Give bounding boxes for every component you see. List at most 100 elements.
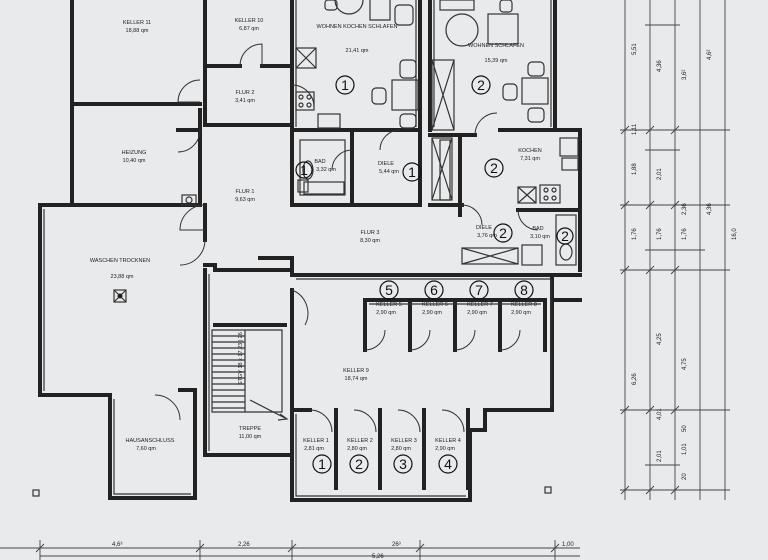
room-treppe-name: TREPPE bbox=[239, 426, 261, 432]
room-bad-1-area: 3,32 qm bbox=[316, 167, 336, 173]
staircase bbox=[211, 329, 289, 421]
dim-mid: 4,01 bbox=[657, 408, 663, 420]
room-heizung-name: HEIZUNG bbox=[122, 150, 147, 156]
unit-marker: 2 bbox=[493, 223, 513, 243]
room-flur-2-name: FLUR 2 bbox=[236, 90, 255, 96]
svg-text:2: 2 bbox=[499, 225, 507, 241]
svg-text:1: 1 bbox=[408, 164, 416, 180]
room-diele-1-area: 5,44 qm bbox=[379, 169, 399, 175]
room-keller-7-area: 2,90 qm bbox=[467, 310, 487, 316]
dim-inner: 20 bbox=[682, 473, 688, 480]
dim-mid: 1,76 bbox=[682, 228, 688, 240]
unit-marker: 1 bbox=[402, 162, 422, 182]
room-flur-1-area: 9,63 qm bbox=[235, 197, 255, 203]
door-swings bbox=[154, 43, 539, 433]
room-keller-4-name: KELLER 4 bbox=[435, 438, 461, 444]
svg-text:2: 2 bbox=[477, 77, 485, 93]
dim-mid: 3,6² bbox=[682, 70, 688, 80]
room-keller-2-area: 2,80 qm bbox=[347, 446, 367, 452]
room-keller-11-name: KELLER 11 bbox=[123, 20, 151, 26]
room-keller-3-area: 2,80 qm bbox=[391, 446, 411, 452]
room-kochen-name: KOCHEN bbox=[518, 148, 542, 154]
room-diele-2-name: DIELE bbox=[476, 225, 492, 231]
unit-marker: 4 bbox=[438, 454, 458, 474]
room-waschen-area: 23,88 qm bbox=[111, 274, 134, 280]
room-labels: KELLER 11 18,88 qm KELLER 10 6,87 qm WOH… bbox=[90, 18, 550, 452]
room-keller-10-area: 6,87 qm bbox=[239, 26, 259, 32]
svg-text:3: 3 bbox=[399, 456, 407, 472]
stair-note: STGV 18 x 17,23 | 26 bbox=[238, 332, 244, 385]
unit-marker: 3 bbox=[393, 454, 413, 474]
dim-outer: 4,36 bbox=[707, 203, 713, 215]
room-keller-11-area: 18,88 qm bbox=[126, 28, 149, 34]
room-keller-6-area: 2,90 qm bbox=[422, 310, 442, 316]
dim-inner: 50 bbox=[682, 425, 688, 432]
room-ws-2-area: 15,39 qm bbox=[485, 58, 508, 64]
unit-marker: 2 bbox=[556, 227, 574, 245]
room-diele-1-name: DIELE bbox=[378, 161, 394, 167]
room-flur-1-name: FLUR 1 bbox=[236, 189, 255, 195]
room-bad-2-area: 3,10 qm bbox=[530, 234, 550, 240]
svg-text:1: 1 bbox=[300, 162, 308, 178]
bottom-dimension-chain bbox=[0, 540, 580, 560]
unit-markers: 1 2 1 2 1 2 2 5 6 7 8 1 2 3 4 bbox=[295, 75, 574, 474]
room-keller-7-name: KELLER 7 bbox=[467, 302, 493, 308]
room-treppe-area: 11,00 qm bbox=[239, 434, 262, 440]
room-keller-5-area: 2,90 qm bbox=[376, 310, 396, 316]
room-flur-3-area: 8,30 qm bbox=[360, 238, 380, 244]
dim-outer: 16,0 bbox=[732, 228, 738, 240]
fixtures bbox=[113, 0, 579, 303]
unit-marker: 2 bbox=[471, 75, 491, 95]
dim-inner: 1,01 bbox=[682, 443, 688, 455]
room-ws-2-name: WOHNEN SCHLAFEN bbox=[468, 43, 524, 49]
room-diele-2-area: 3,76 qm bbox=[477, 233, 497, 239]
svg-text:1: 1 bbox=[318, 456, 326, 472]
corner-markers bbox=[32, 486, 552, 497]
room-keller-8-area: 2,90 qm bbox=[511, 310, 531, 316]
room-kochen-area: 7,31 qm bbox=[520, 156, 540, 162]
room-keller-8-name: KELLER 8 bbox=[511, 302, 537, 308]
room-keller-6-name: KELLER 6 bbox=[422, 302, 448, 308]
unit-marker: 5 bbox=[379, 280, 399, 300]
dim-outer: 2,36 bbox=[682, 203, 688, 215]
dim-mid: 4,36 bbox=[657, 60, 663, 72]
unit-marker: 7 bbox=[469, 280, 489, 300]
unit-marker: 1 bbox=[295, 161, 313, 179]
svg-text:6: 6 bbox=[430, 282, 438, 298]
unit-marker: 1 bbox=[335, 75, 355, 95]
dim-bottom: 1,00 bbox=[562, 542, 574, 548]
dim-bottom: 4,6³ bbox=[112, 542, 122, 548]
svg-text:2: 2 bbox=[355, 456, 363, 472]
unit-marker: 2 bbox=[349, 454, 369, 474]
dim-inner: 1,76 bbox=[632, 228, 638, 240]
dim-mid: 1,11 bbox=[632, 123, 638, 135]
room-keller-4-area: 2,90 qm bbox=[435, 446, 455, 452]
unit-marker: 6 bbox=[424, 280, 444, 300]
room-flur-2-area: 3,41 qm bbox=[235, 98, 255, 104]
svg-text:4: 4 bbox=[444, 456, 452, 472]
unit-marker: 1 bbox=[312, 454, 332, 474]
dim-inner: 1,76 bbox=[657, 228, 663, 240]
dim-mid: 5,51 bbox=[632, 43, 638, 55]
bottom-dimension-texts: 4,6³ 2,26 26³ 5,26 1,00 bbox=[112, 542, 574, 560]
room-bad-1-name: BAD bbox=[314, 159, 325, 165]
room-keller-1-area: 2,81 qm bbox=[304, 446, 324, 452]
room-wks-1-area: 21,41 qm bbox=[346, 48, 369, 54]
dim-bottom: 5,26 bbox=[372, 554, 384, 560]
dim-outer: 4,75 bbox=[682, 358, 688, 370]
room-hausanschluss-area: 7,60 qm bbox=[136, 446, 156, 452]
room-bad-2-name: BAD bbox=[532, 226, 543, 232]
svg-text:2: 2 bbox=[490, 160, 498, 176]
right-dimension-texts: 1,76 1,76 4,25 2,01 50 1,01 20 5,51 4,36… bbox=[632, 43, 738, 480]
room-heizung-area: 10,40 qm bbox=[123, 158, 146, 164]
room-keller-9-area: 18,74 qm bbox=[345, 376, 368, 382]
room-waschen-name: WASCHEN TROCKNEN bbox=[90, 258, 150, 264]
room-keller-9-name: KELLER 9 bbox=[343, 368, 369, 374]
unit-marker: 2 bbox=[484, 158, 504, 178]
dim-inner: 2,01 bbox=[657, 450, 663, 462]
room-wks-1-name: WOHNEN KOCHEN SCHLAFEN bbox=[317, 24, 398, 30]
dim-inner: 4,25 bbox=[657, 333, 663, 345]
svg-text:7: 7 bbox=[475, 282, 483, 298]
room-hausanschluss-name: HAUSANSCHLUSS bbox=[126, 438, 175, 444]
